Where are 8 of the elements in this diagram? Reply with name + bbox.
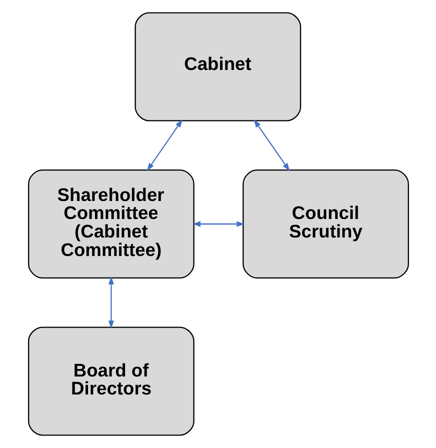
- node-box: Council Scrutiny: [242, 170, 408, 278]
- arrow: [253, 119, 290, 172]
- arrow: [108, 276, 114, 329]
- node-box: Board of Directors: [28, 326, 194, 436]
- arrow: [146, 119, 182, 172]
- arrow: [192, 221, 244, 227]
- node-box: Cabinet: [134, 12, 301, 122]
- node-box: Shareholder Committee (Cabinet Committee): [28, 170, 194, 278]
